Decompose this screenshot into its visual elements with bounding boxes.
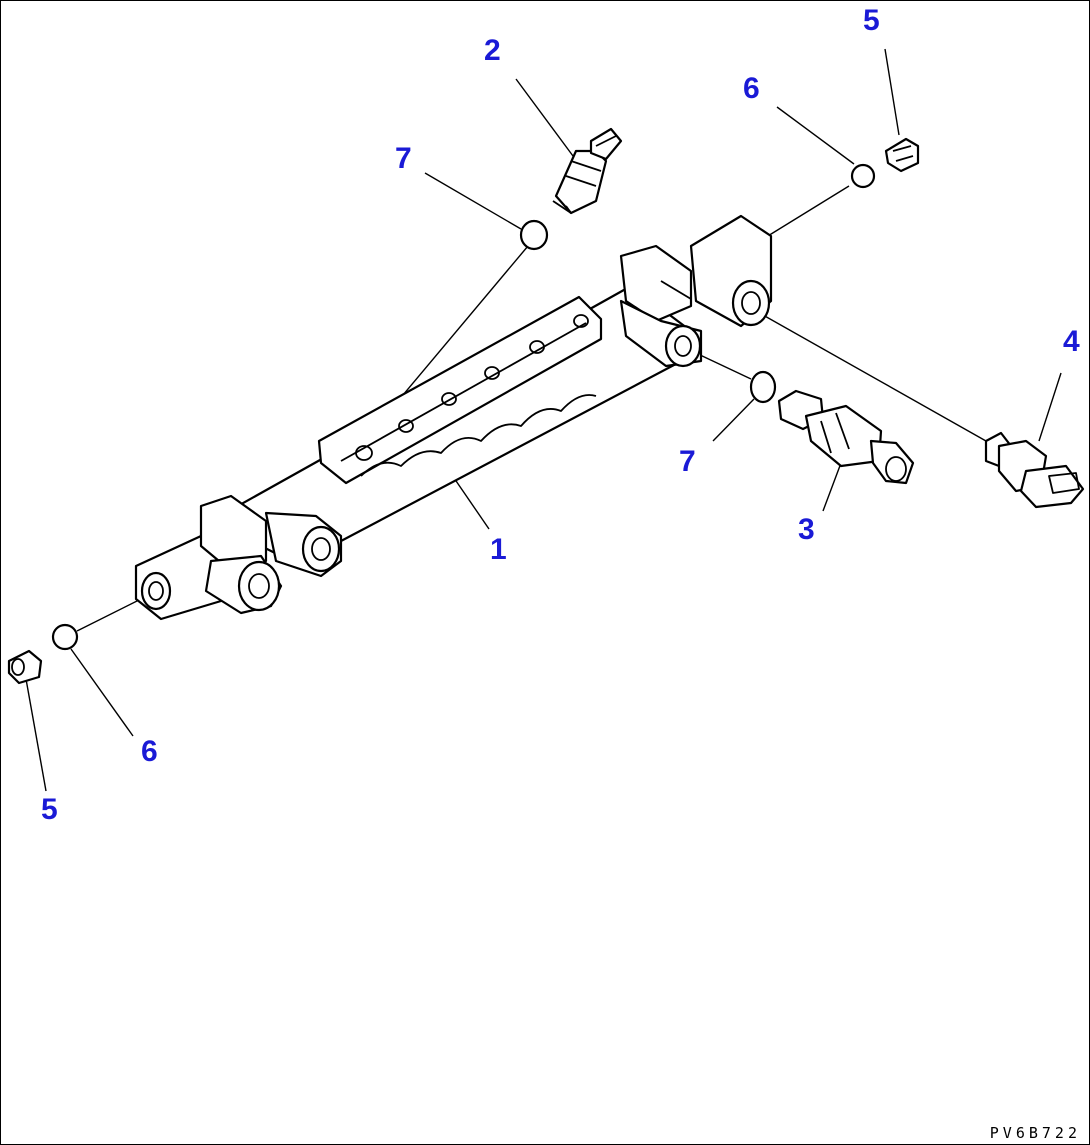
leader-line-4 — [1038, 372, 1062, 442]
leader-line-6b — [776, 106, 855, 165]
callout-4: 4 — [1063, 325, 1080, 358]
leader-line-7a — [424, 172, 522, 230]
drawing-code-label: PV6B722 — [989, 1124, 1081, 1142]
ball-part-6-top — [850, 163, 876, 189]
pressure-switch-part-4 — [984, 431, 1085, 509]
callout-3: 3 — [798, 513, 815, 546]
leader-line-7b — [712, 398, 755, 442]
ball-part-7-right — [749, 370, 777, 404]
callout-7-top: 7 — [395, 142, 412, 175]
valve-part-2 — [552, 127, 623, 215]
leader-line-4-axis — [755, 310, 987, 442]
leader-line-2 — [515, 78, 574, 157]
manifold-body-part-1 — [134, 214, 773, 621]
callout-6-left: 6 — [141, 735, 158, 768]
leader-line-3 — [822, 462, 842, 512]
leader-line-6b-axis — [762, 185, 850, 240]
leader-lines — [25, 48, 1062, 792]
callout-5-left: 5 — [41, 793, 58, 826]
leader-line-5b — [884, 48, 900, 136]
callout-1: 1 — [490, 533, 507, 566]
callout-5-top: 5 — [863, 4, 880, 37]
plug-part-5-top — [884, 137, 920, 173]
leader-line-5a — [25, 678, 47, 792]
leader-line-6a — [70, 648, 134, 737]
ball-part-6-left — [51, 623, 79, 651]
ball-part-7-top — [519, 219, 549, 251]
callout-6-top: 6 — [743, 72, 760, 105]
leader-line-6a-axis — [76, 598, 142, 632]
callout-2: 2 — [484, 34, 501, 67]
plug-part-5-left — [7, 649, 43, 685]
sensor-part-3 — [777, 389, 915, 485]
callout-7-right: 7 — [679, 445, 696, 478]
